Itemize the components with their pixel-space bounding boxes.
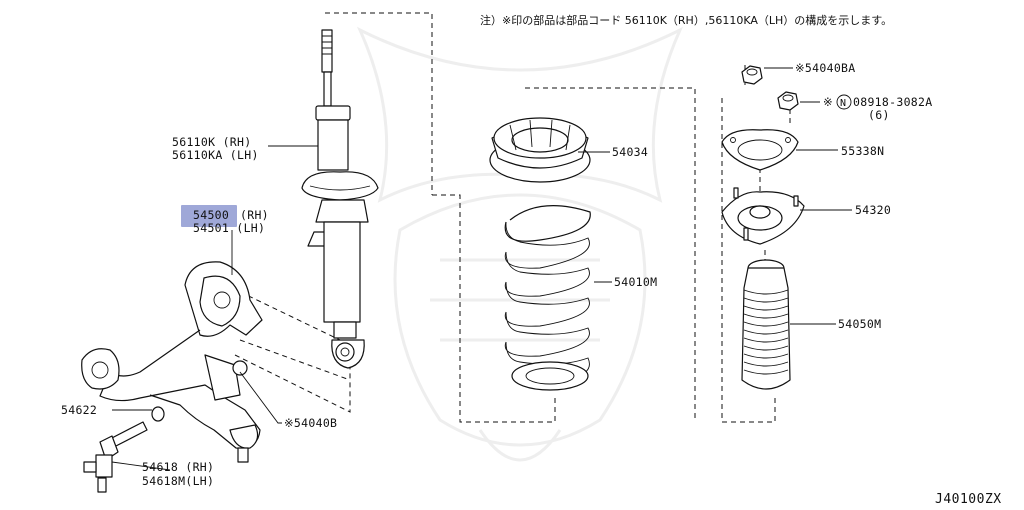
washer-and-link — [83, 406, 165, 493]
label-54618[interactable]: 54618 (RH) — [142, 460, 214, 474]
label-54500[interactable]: 54500 — [193, 208, 229, 222]
bump-boot — [741, 259, 791, 390]
label-nut-n: N — [840, 98, 846, 109]
label-54040ba[interactable]: ※54040BA — [795, 61, 856, 75]
bearing-plate — [721, 129, 799, 171]
header-note: 注）※印の部品は部品コード 56110K（RH）,56110KA（LH）の構成を… — [480, 13, 892, 27]
label-08918-3082a[interactable]: 08918-3082A — [853, 95, 932, 109]
label-54050m[interactable]: 54050M — [838, 317, 881, 331]
label-54010m[interactable]: 54010M — [614, 275, 657, 289]
label-54500-suffix: (RH) — [240, 208, 269, 222]
label-54040b[interactable]: ※54040B — [284, 416, 337, 430]
selected-part-highlight — [181, 205, 237, 227]
lower-arm — [81, 261, 263, 463]
label-54622[interactable]: 54622 — [61, 403, 97, 417]
label-54618m[interactable]: 54618M(LH) — [142, 474, 214, 488]
dashed-boundaries — [231, 12, 791, 423]
label-54320[interactable]: 54320 — [855, 203, 891, 217]
diagram-code: J40100ZX — [935, 492, 1002, 507]
leader-lines — [111, 67, 852, 471]
label-54034[interactable]: 54034 — [612, 145, 648, 159]
mount-seat — [489, 117, 591, 183]
label-nut-qty: (6) — [868, 108, 890, 122]
coil-spring — [504, 205, 591, 391]
shock-absorber — [301, 29, 379, 369]
part-labels: 56110K (RH) 56110KA (LH) 54500 (RH) 5450… — [61, 61, 932, 488]
label-54501[interactable]: 54501 (LH) — [193, 221, 265, 235]
label-56110ka[interactable]: 56110KA (LH) — [172, 148, 259, 162]
watermark-emblem — [356, 26, 684, 462]
label-55338n[interactable]: 55338N — [841, 144, 884, 158]
label-nut-mark: ※ — [823, 95, 833, 109]
strut-mount — [721, 187, 805, 245]
label-56110k[interactable]: 56110K (RH) — [172, 135, 251, 149]
n-circle-icon — [836, 94, 852, 110]
top-nuts — [741, 65, 799, 111]
